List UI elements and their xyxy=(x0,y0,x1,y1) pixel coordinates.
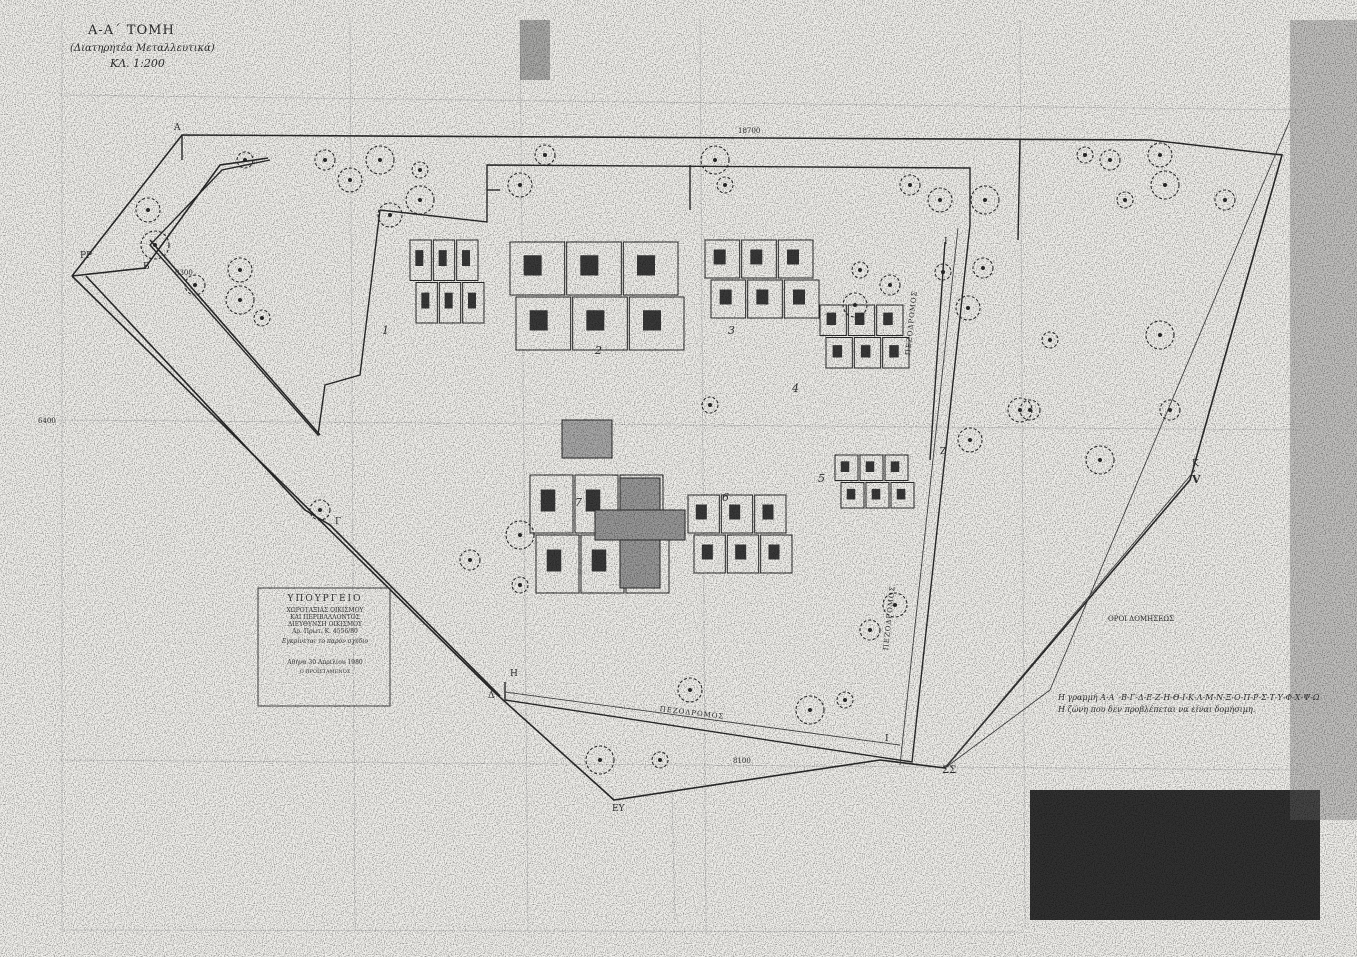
scale-label: ΚΛ. 1:200 xyxy=(110,57,165,70)
building-number: 5 xyxy=(818,472,825,485)
corner-label: Ι xyxy=(944,237,948,247)
corner-label: Η xyxy=(510,669,518,679)
approval-stamp: ΥΠΟΥΡΓΕΙΟ ΧΩΡΟΤΑΞΙΑΣ ΟΙΚΙΣΜΟΥ ΚΑΙ ΠΕΡΙΒΑ… xyxy=(262,594,388,675)
stamp-line: ΚΑΙ ΠΕΡΙΒΑΛΛΟΝΤΟΣ xyxy=(290,614,360,621)
legend-line: Η ζώνη που δεν προβλέπεται να είναι δομή… xyxy=(1058,705,1256,714)
corner-label: ΕΥ xyxy=(612,804,625,814)
building-number: 2 xyxy=(595,344,602,357)
subtitle: (Διατηρητέα Μεταλλευτικά) xyxy=(70,43,215,54)
dimension-label: 18700 xyxy=(738,127,761,135)
legend-line: Η γραμμή Α-Α΄-Β-Γ-Δ-Ε-Ζ-Η-Θ-Ι-Κ-Λ-Μ-Ν-Ξ-… xyxy=(1058,693,1320,702)
stamp-signature: Ο ΠΡΟΪΣΤΑΜΕΝΟΣ xyxy=(299,669,351,675)
stamp-line: ΔΙΕΥΘΥΝΣΗ ΟΙΚΙΣΜΟΥ xyxy=(288,621,362,628)
corner-label: Γ xyxy=(335,517,342,527)
building-number: 7 xyxy=(575,496,582,509)
stamp-line: Αρ. Πρωτ. Κ. 4556/80 xyxy=(292,628,358,635)
dimension-label: 8300 xyxy=(175,269,193,277)
building-number: 3 xyxy=(728,324,735,337)
legend-heading: ΟΡΟΙ ΔΟΜΗΣΕΩΣ xyxy=(1108,615,1175,623)
corner-label: Ζ xyxy=(940,447,947,457)
corner-label: ΣΣ xyxy=(942,765,957,776)
corner-label: Β xyxy=(143,262,150,272)
corner-label: V xyxy=(1192,473,1201,486)
corner-label: Κ xyxy=(1192,459,1199,469)
stamp-line: Εγκρίνεται το παρόν σχέδιο xyxy=(281,638,369,645)
building-number: 4 xyxy=(792,382,799,395)
building-number: 1 xyxy=(382,324,389,337)
stamp-line: ΧΩΡΟΤΑΞΙΑΣ ΟΙΚΙΣΜΟΥ xyxy=(286,607,364,614)
title: Α-Α΄ ΤΟΜΗ xyxy=(88,23,175,38)
stamp-date: Αθήνα 30 Απριλίου 1980 xyxy=(287,659,363,666)
dimension-label: 6400 xyxy=(38,417,56,425)
building-number: 6 xyxy=(722,491,729,504)
corner-label: Δ xyxy=(488,691,495,701)
corner-label: ΡΡ xyxy=(80,251,93,261)
stamp-heading: ΥΠΟΥΡΓΕΙΟ xyxy=(287,594,363,604)
corner-label: Ι xyxy=(885,734,889,744)
dimension-label: 8100 xyxy=(733,757,751,765)
corner-label: Α xyxy=(174,123,181,133)
